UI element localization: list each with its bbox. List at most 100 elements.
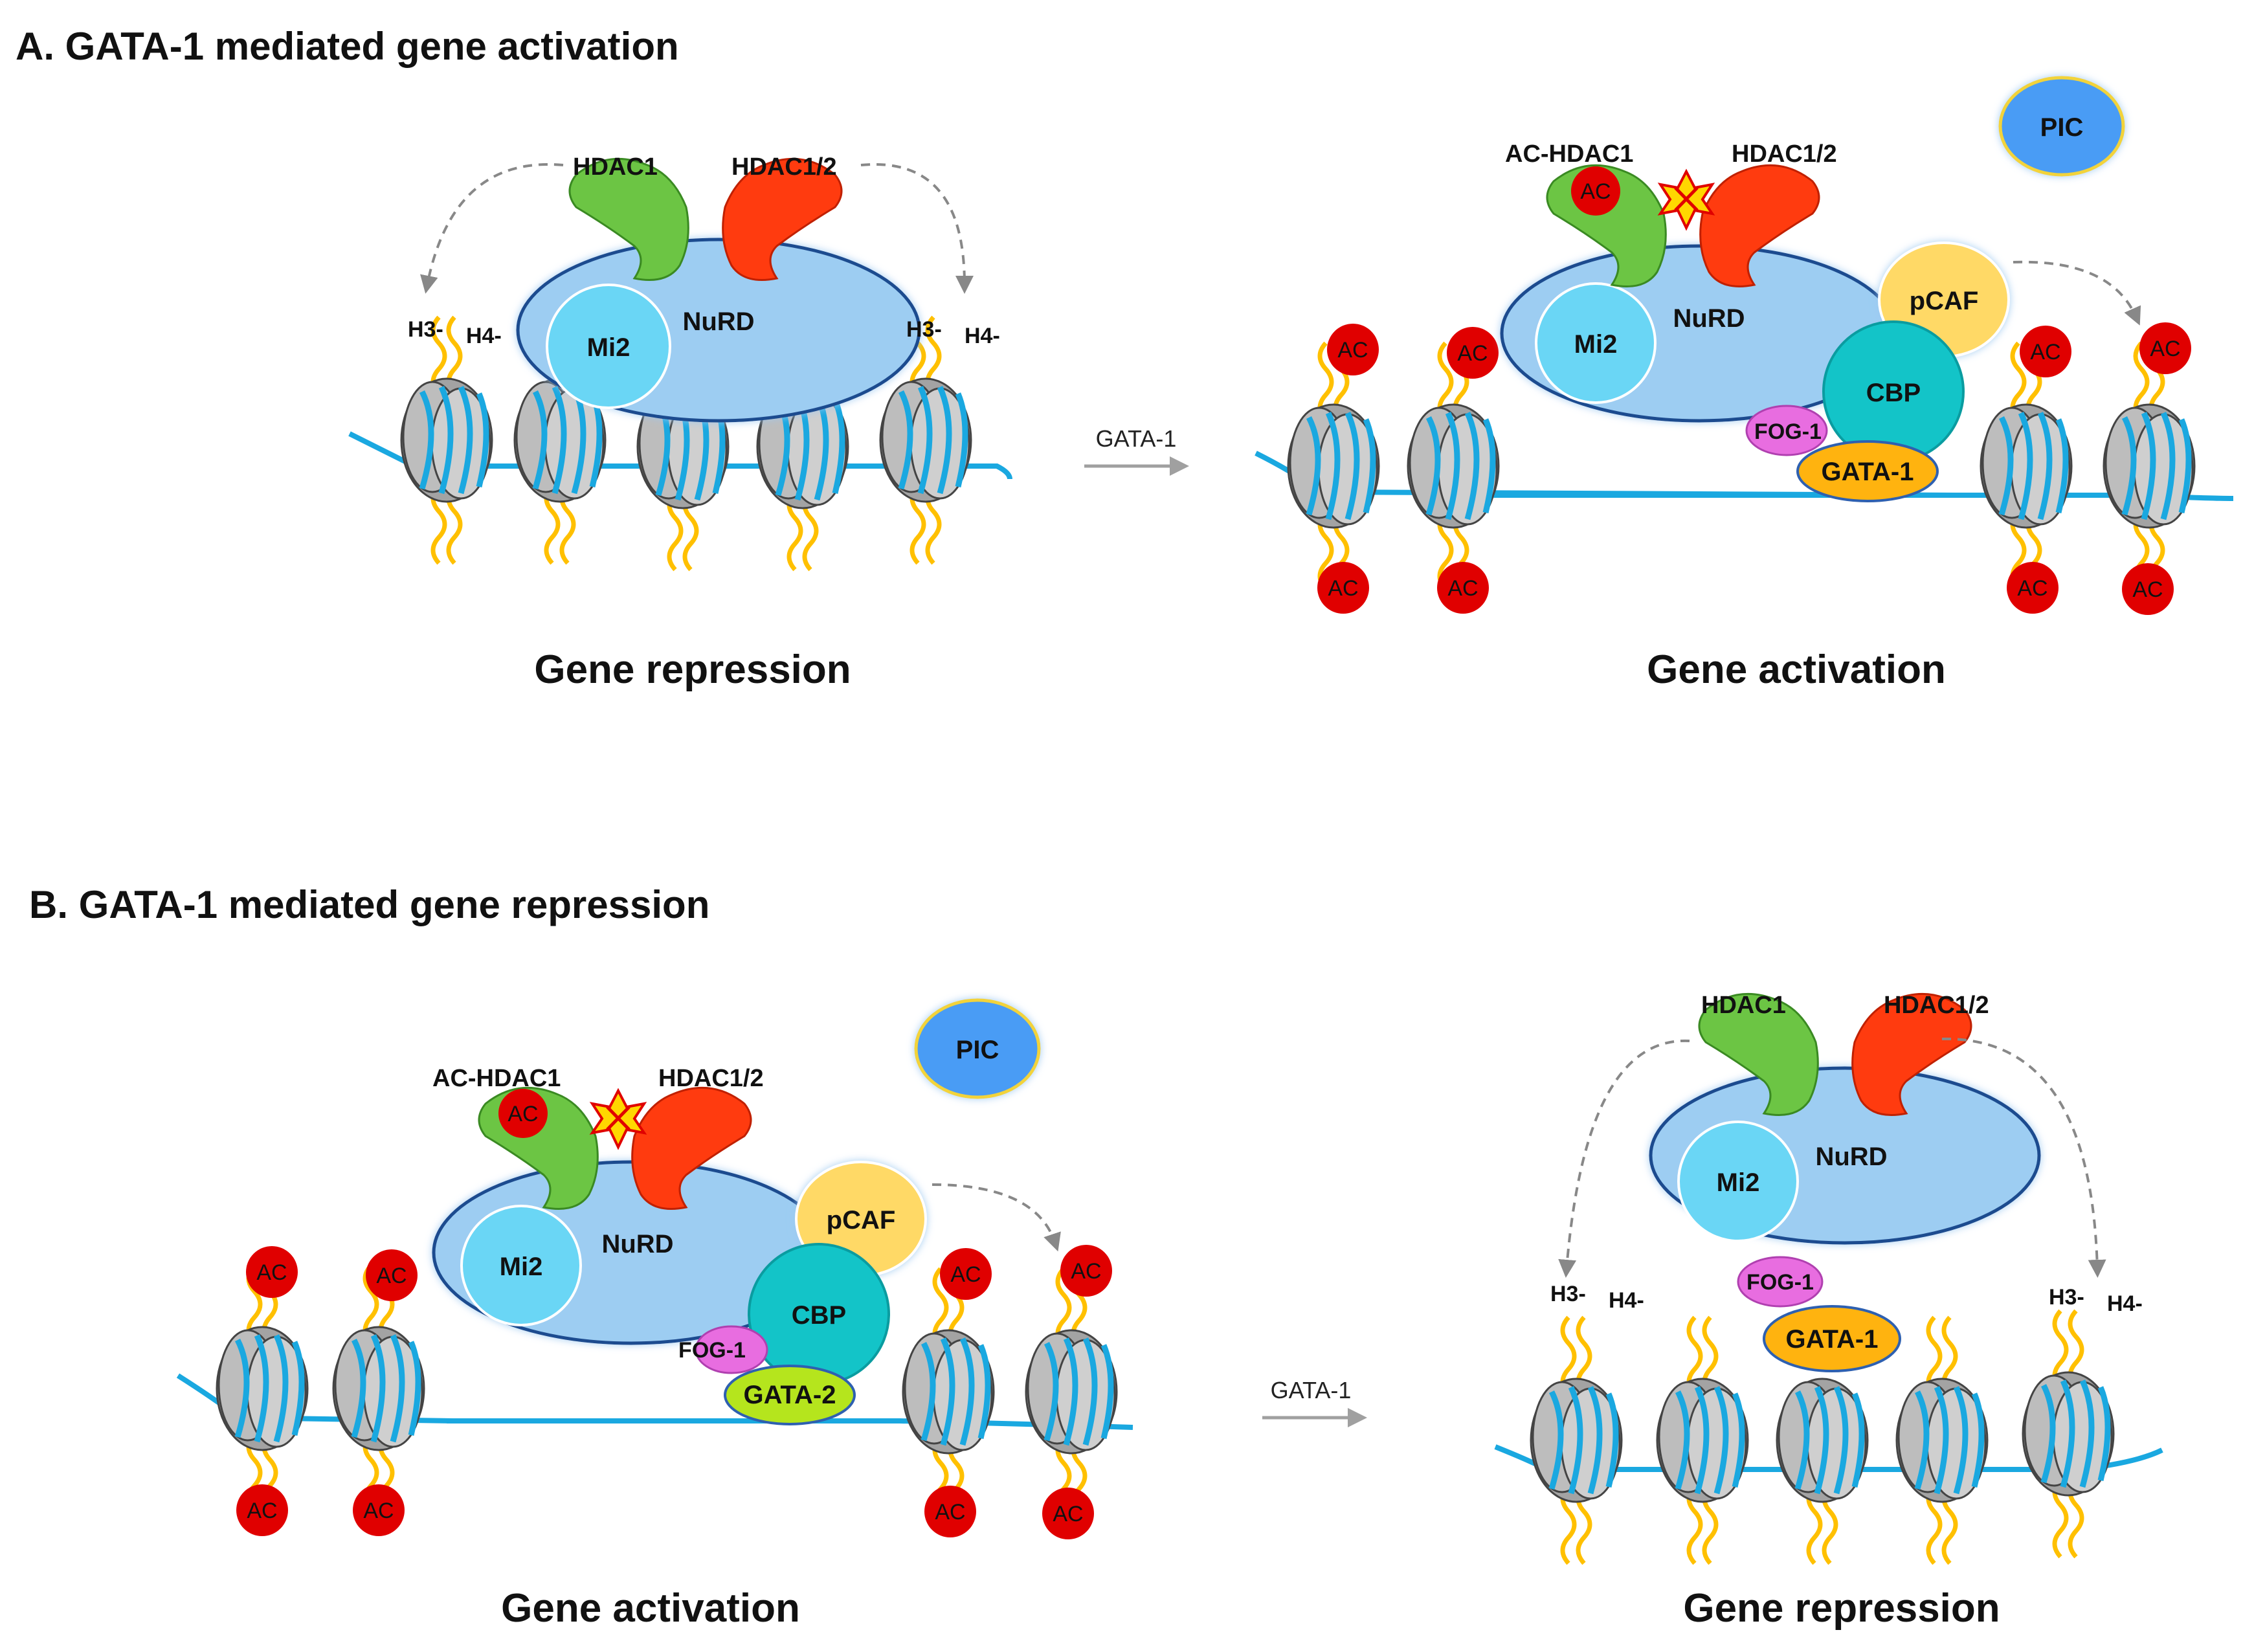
h4-label-right: H4- [965, 324, 1000, 348]
caption-gene-repression: Gene repression [1683, 1586, 2000, 1631]
svg-text:AC: AC [2017, 576, 2048, 601]
gata1-label: GATA-1 [1822, 458, 1914, 486]
panel-a-title: A. GATA-1 mediated gene activation [16, 25, 679, 68]
acetyl-group-icon: AC [924, 1486, 976, 1537]
panel-b-right: Mi2 NuRD HDAC1 HDAC1/2 FOG-1 GATA-1 H3- … [1494, 992, 2163, 1631]
dashed-arrow-icon [2013, 260, 2141, 326]
cbp-label: CBP [1866, 379, 1921, 407]
pic-label: PIC [2040, 113, 2084, 142]
svg-text:AC: AC [1337, 338, 1368, 363]
mi2-label: Mi2 [587, 333, 630, 362]
acetyl-group-icon: AC [1060, 1245, 1112, 1297]
nucleosome-icon [1777, 1379, 1868, 1563]
acetyl-group-icon: AC [940, 1248, 992, 1300]
h4-label-right: H4- [2107, 1291, 2143, 1316]
pcaf-label: pCAF [1910, 287, 1979, 315]
pic-complex [914, 998, 1041, 1099]
mi2-protein [546, 284, 671, 409]
svg-text:AC: AC [256, 1260, 287, 1285]
dashed-arrow-icon [1558, 1039, 1690, 1278]
nucleosome-icon [903, 1269, 994, 1515]
acetyl-group-icon: AC [1571, 166, 1620, 216]
hdac12-label: HDAC1/2 [731, 153, 837, 181]
ac-hdac1-label: AC-HDAC1 [1505, 140, 1633, 168]
svg-text:AC: AC [2030, 340, 2060, 364]
svg-text:AC: AC [247, 1499, 277, 1523]
acetyl-group-icon: AC [2020, 326, 2071, 377]
acetyl-group-icon: AC [353, 1484, 405, 1536]
transition-label: GATA-1 [1271, 1377, 1352, 1403]
fog1-protein [1737, 1256, 1824, 1308]
gata2-label: GATA-2 [744, 1381, 836, 1409]
nucleosome-icon [401, 317, 492, 563]
caption-gene-activation: Gene activation [1647, 647, 1946, 692]
svg-text:AC: AC [950, 1262, 981, 1287]
nucleosome-icon [2023, 1311, 2114, 1557]
h3-label-right: H3- [906, 317, 942, 342]
svg-text:AC: AC [1328, 576, 1358, 601]
acetyl-group-icon: AC [1317, 562, 1369, 614]
hdac12-label: HDAC1/2 [658, 1065, 764, 1092]
svg-text:AC: AC [2132, 577, 2163, 602]
acetyl-group-icon: AC [1447, 327, 1499, 379]
svg-text:AC: AC [1071, 1259, 1101, 1284]
transition-b: GATA-1 [1262, 1377, 1367, 1427]
h3-label-left: H3- [1550, 1282, 1586, 1306]
nucleosome-icon [1026, 1269, 1117, 1515]
nucleosome-icon [1981, 343, 2071, 589]
nurd-label: NuRD [1815, 1143, 1887, 1171]
hdac1-label: HDAC1 [573, 153, 658, 181]
svg-text:AC: AC [2150, 337, 2180, 361]
ac-hdac1-label: AC-HDAC1 [432, 1065, 561, 1092]
caption-gene-repression: Gene repression [534, 647, 851, 692]
nucleosome-icon [1897, 1317, 1987, 1563]
panel-b-title: B. GATA-1 mediated gene repression [29, 883, 709, 926]
acetyl-group-icon: AC [236, 1484, 288, 1536]
acetyl-group-icon: AC [1327, 324, 1379, 375]
dashed-arrow-icon [932, 1183, 1061, 1252]
nurd-label: NuRD [601, 1230, 673, 1258]
svg-text:AC: AC [1447, 576, 1478, 601]
pic-complex [1998, 76, 2125, 177]
dashed-arrow-icon [860, 162, 974, 294]
caption-gene-activation: Gene activation [501, 1586, 800, 1631]
fog1-label: FOG-1 [1754, 419, 1822, 444]
hdac12-label: HDAC1/2 [1732, 140, 1837, 168]
nucleosome-icon [2104, 343, 2194, 589]
acetyl-group-icon: AC [2007, 562, 2059, 614]
h3-label-right: H3- [2049, 1285, 2084, 1310]
gata2-protein [724, 1365, 856, 1425]
svg-text:AC: AC [935, 1500, 965, 1524]
panel-a-right: AC AC AC AC AC AC AC AC Mi2 NuRD AC AC-H… [1255, 76, 2234, 692]
inhibition-cross [1674, 186, 1699, 212]
panel-a-left: Mi2 NuRD HDAC1 HDAC1/2 H3- H4- H3- H4- G… [348, 153, 1012, 692]
nurd-label: NuRD [1673, 304, 1745, 333]
h4-label-left: H4- [1609, 1288, 1644, 1313]
mi2-label: Mi2 [1574, 330, 1618, 359]
fog1-protein [1745, 405, 1828, 456]
mi2-protein [1677, 1121, 1799, 1242]
acetyl-group-icon: AC [246, 1246, 298, 1298]
nucleosome-icon [1531, 1317, 1622, 1563]
pcaf-label: pCAF [827, 1206, 896, 1234]
acetyl-group-icon: AC [366, 1249, 418, 1301]
transition-label: GATA-1 [1096, 425, 1177, 452]
nucleosome-icon [1408, 343, 1499, 589]
svg-text:AC: AC [376, 1264, 407, 1288]
h3-label-left: H3- [408, 317, 443, 342]
acetyl-group-icon: AC [1437, 562, 1489, 614]
svg-text:AC: AC [363, 1499, 394, 1523]
cbp-label: CBP [792, 1301, 846, 1330]
dna-strand [1255, 451, 2234, 501]
fog1-label: FOG-1 [1746, 1270, 1814, 1295]
hdac1-label: HDAC1 [1701, 992, 1786, 1019]
nucleosome-icon [1657, 1317, 1748, 1563]
svg-text:AC: AC [1580, 179, 1611, 204]
nucleosome-icon [333, 1266, 424, 1512]
inhibition-cross [606, 1106, 630, 1131]
gata1-protein [1796, 440, 1939, 502]
fog1-protein [695, 1325, 768, 1374]
acetyl-group-icon: AC [1042, 1488, 1094, 1539]
dashed-arrow-icon [420, 163, 564, 294]
